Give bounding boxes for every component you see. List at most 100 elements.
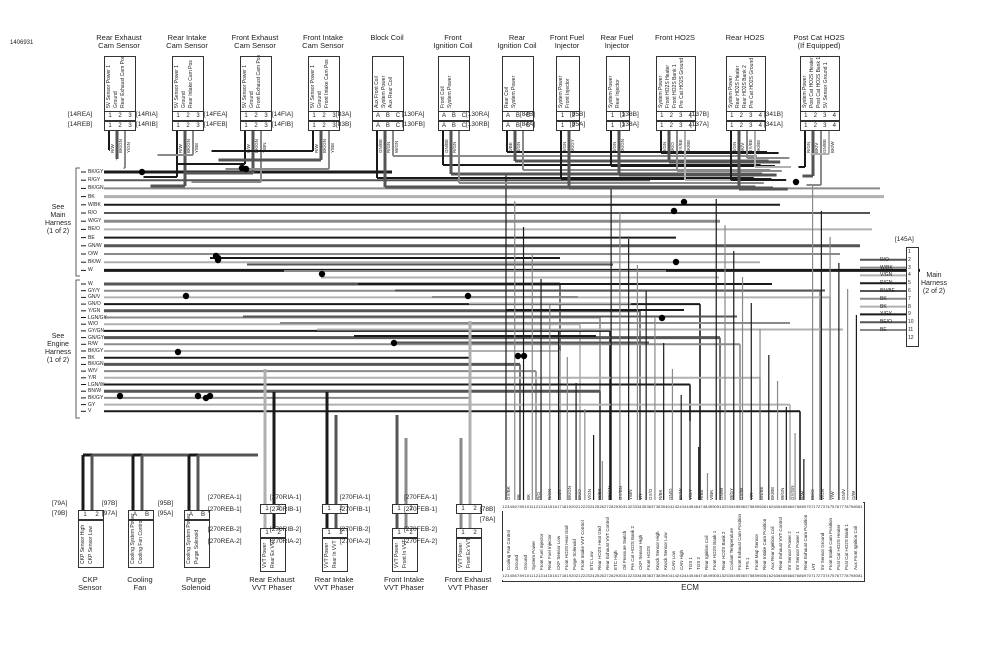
pin-number: 3 — [332, 123, 336, 129]
ecm-function-label: CAN High — [679, 549, 685, 570]
top-wire-color-label: BK/GN — [322, 138, 327, 153]
ecm-pin-number: 80 — [853, 504, 858, 509]
right-main-pin: 4 — [908, 272, 911, 279]
ecm-pin-number: 5 — [512, 573, 515, 578]
ecm-pin-number: 25 — [594, 504, 600, 509]
top-connector-a: [137B] — [690, 111, 709, 118]
top-connector-a: [138B] — [620, 111, 639, 118]
top-circuit-label: 5V Sensor Ground 1 — [823, 62, 829, 108]
ecm-pin-number: 51 — [717, 504, 722, 509]
ecm-function-label: Front Fuel Injector — [539, 533, 544, 570]
top-connector-b: [130RB] — [466, 121, 490, 128]
ecm-pin-number: 13 — [538, 573, 543, 578]
pin-number: B — [515, 113, 520, 119]
ecm-pin-number: 35 — [641, 504, 647, 509]
splice-dot — [214, 254, 222, 262]
top-wire-color-label: GN/BE — [822, 138, 827, 153]
left-main-wire-label: O/W — [88, 251, 98, 257]
top-circuit-label: Front Intake Cam Pos — [324, 59, 330, 108]
document-id: 1406931 — [10, 40, 34, 46]
ecm-pin-number: 71 — [811, 573, 816, 578]
bottom-connector-b: [95A] — [158, 510, 174, 517]
ecm-function-label: Front Intake Cam Position — [827, 517, 833, 570]
splice-dot — [520, 352, 528, 360]
ecm-wire-color-label: BE/O — [810, 489, 816, 500]
ecm-pin-number: 38 — [655, 573, 661, 578]
top-component-title: Rear HO2S — [725, 33, 765, 42]
ecm-wire-color-label: V/GN — [587, 488, 593, 500]
ecm-pin-number: 31 — [622, 504, 628, 509]
top-connector-b: [130FB] — [402, 121, 425, 128]
right-main-connector: [145A] — [895, 236, 914, 243]
ecm-pin-number: 34 — [637, 573, 642, 578]
ecm-pin-number: 67 — [792, 504, 797, 509]
ecm-pin-number: 57 — [745, 573, 750, 578]
pin-number: 3 — [264, 123, 268, 129]
left-engine-wire-label: R/W — [88, 341, 98, 348]
right-main-wire-label: BK — [880, 295, 887, 302]
phaser-connector-b1: [270RIB-1] — [270, 506, 302, 513]
pin-number: 1 — [265, 530, 269, 536]
pin-number: A — [441, 123, 446, 129]
ecm-pin-number: 32 — [627, 573, 633, 578]
top-circuit-label: Post Cat HO2S Heater — [809, 57, 815, 108]
ecm-pin-number: 60 — [759, 573, 764, 578]
left-engine-wire-label: GN/GY — [88, 334, 105, 341]
ecm-function-label: Rear Intake Cam Position — [761, 518, 767, 570]
pin-number: 1 — [176, 113, 180, 119]
ecm-pin-number: 6 — [514, 573, 517, 578]
ecm-function-label: CKP Sensor High — [638, 534, 643, 570]
ecm-pin-number: 11 — [529, 573, 534, 578]
pin-number: 2 — [322, 123, 326, 129]
bottom-component-title: Front Intake VVT Phaser — [383, 575, 425, 592]
left-engine-wire-label: GY/Y — [88, 287, 100, 294]
pin-number: 1 — [660, 123, 664, 129]
top-circuit-label: Ground — [181, 91, 187, 108]
ecm-pin-number: 60 — [759, 504, 764, 509]
phaser-connector-b2: [270FIB-2] — [340, 526, 371, 533]
ecm-pin-number: 9 — [522, 504, 525, 509]
pin-number: 1 — [804, 123, 808, 129]
top-component-title: Rear Ignition Coil — [497, 33, 537, 50]
top-component-title: Rear Intake Cam Sensor — [166, 33, 208, 50]
pin-number: 1 — [327, 506, 331, 512]
ecm-pin-number: 62 — [768, 573, 774, 578]
left-main-wire-label: R/O — [88, 210, 97, 216]
ecm-pin-number: 69 — [801, 504, 807, 509]
pin-number: 3 — [264, 113, 268, 119]
splice-dot — [792, 178, 800, 186]
top-wire-color-label: BK/W — [830, 141, 835, 153]
right-main-wire-label: V/GN — [880, 272, 893, 279]
top-circuit-label: Rear Intake Cam Pos — [188, 60, 194, 108]
ecm-function-label: Front HO2S Bank 1 — [712, 530, 718, 570]
ecm-pin-number: 55 — [735, 573, 741, 578]
top-circuit-box — [104, 56, 136, 112]
ecm-pin-number: 39 — [660, 504, 666, 509]
ecm-pin-number: 78 — [844, 504, 849, 509]
ecm-pin-number: 47 — [698, 504, 703, 509]
ecm-pin-number: 11 — [529, 504, 534, 509]
ecm-pin-number: 45 — [688, 573, 694, 578]
ecm-pin-number: 46 — [693, 573, 698, 578]
ecm-wire-color-label: O/W — [850, 491, 856, 500]
ecm-pin-number: 71 — [811, 504, 816, 509]
ecm-pin-number: 61 — [764, 573, 769, 578]
ecm-pin-number: 9 — [522, 573, 525, 578]
ecm-pin-number: 47 — [698, 573, 703, 578]
pin-number: 1 — [397, 530, 401, 536]
bottom-circuit-label: CKP Sensor Low — [88, 526, 94, 564]
top-wire-color-label: Y/GN — [126, 141, 131, 153]
ecm-wire-color-label: GY/BN — [617, 485, 623, 500]
left-main-wire-label: BK/GN — [88, 185, 104, 192]
pin-number: 2 — [118, 123, 122, 129]
ecm-pin-number: 67 — [792, 573, 797, 578]
top-wire-color-label: R/GN — [612, 141, 617, 153]
